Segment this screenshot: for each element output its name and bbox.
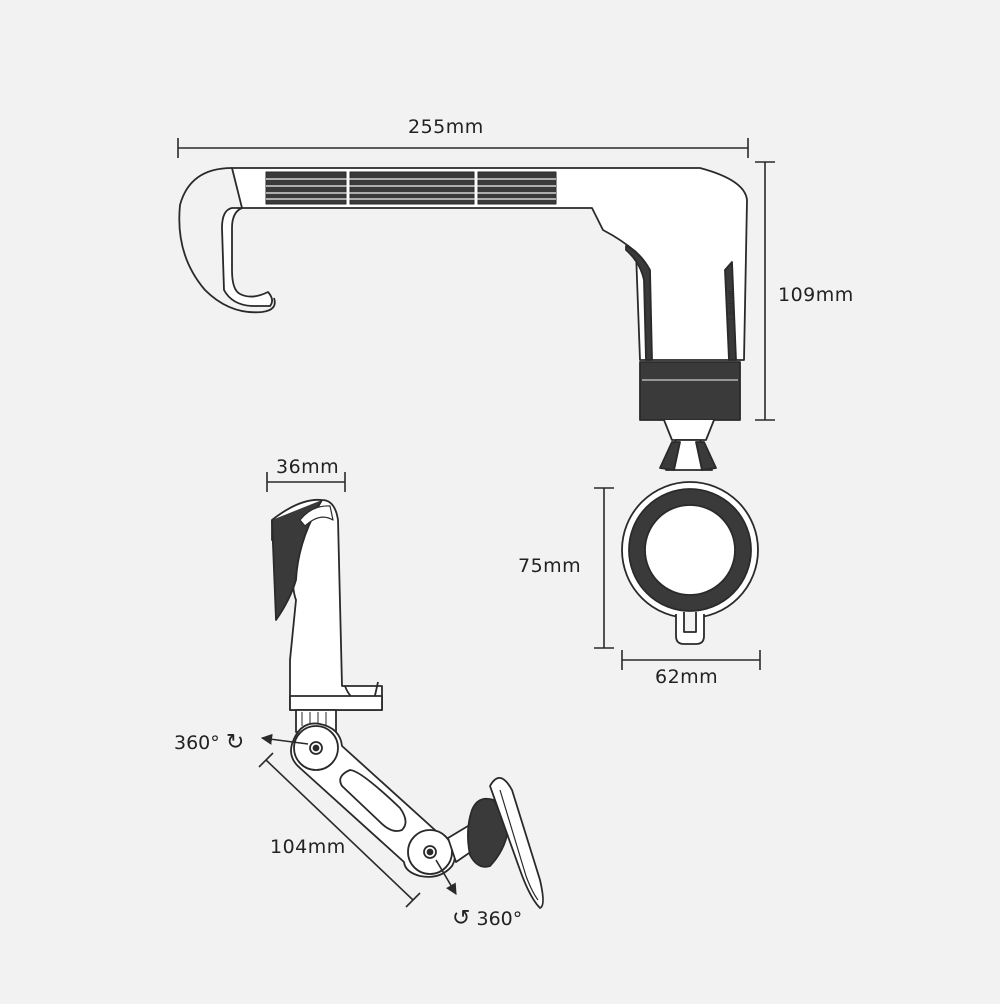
rotation-value: 360° — [174, 732, 220, 754]
dim-line-62 — [621, 650, 761, 670]
dim-label-36: 36mm — [276, 456, 340, 478]
rotation-label-bottom: ↺ 360° — [452, 906, 522, 931]
dim-line-36 — [266, 472, 346, 492]
rotation-arrows — [260, 733, 457, 895]
dim-label-75: 75mm — [518, 555, 582, 577]
rotate-icon: ↺ — [452, 906, 471, 931]
dim-label-255: 255mm — [408, 116, 484, 138]
rotation-label-top: 360° ↻ — [174, 730, 244, 755]
top-view-mount — [178, 167, 759, 645]
dimension-lines — [177, 138, 775, 908]
dim-line-75 — [594, 487, 614, 649]
dim-label-62: 62mm — [655, 666, 719, 688]
rotate-icon: ↻ — [225, 730, 245, 755]
dim-line-255 — [177, 138, 749, 158]
mount-base-block — [639, 361, 741, 421]
dim-line-109 — [755, 161, 775, 421]
side-view-mount — [271, 498, 544, 909]
rotation-value: 360° — [476, 908, 523, 930]
dim-label-104: 104mm — [270, 836, 346, 858]
brand-label: Lamicall — [727, 290, 736, 320]
dim-line-104 — [258, 752, 421, 908]
hook-curve — [178, 167, 276, 314]
dim-label-109: 109mm — [778, 284, 854, 306]
